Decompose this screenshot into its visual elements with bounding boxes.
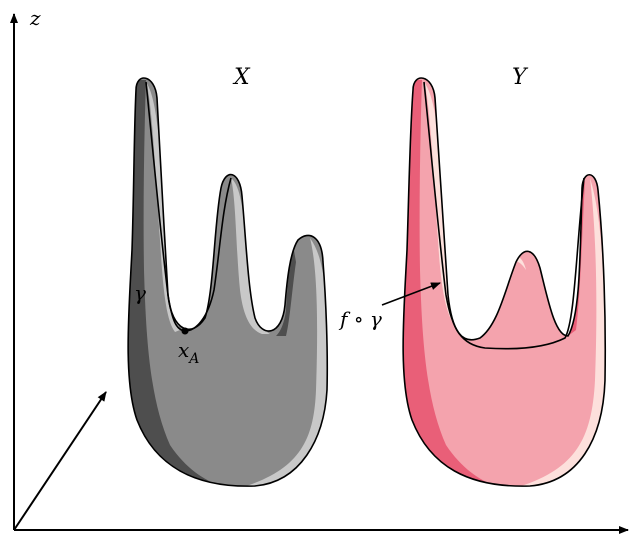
shape-x-label: X	[232, 65, 251, 90]
curve-f-gamma-pointer	[381, 282, 441, 306]
shape-x: X γ xA	[127, 65, 329, 487]
y-axis-oblique	[13, 391, 107, 531]
shape-x-highlight-3	[240, 238, 328, 487]
curve-f-gamma	[423, 81, 585, 350]
shape-y-shadow	[403, 80, 510, 487]
shape-y-highlight	[424, 82, 466, 332]
z-axis-label: z	[29, 6, 41, 30]
curve-f-gamma-label: f ∘ γ	[338, 307, 382, 331]
shape-y-label: Y	[512, 65, 529, 90]
point-xA-label: xA	[178, 338, 199, 367]
shape-y: Y f ∘ γ	[338, 65, 607, 487]
point-xA	[181, 327, 189, 335]
shape-x-shadow-2	[276, 245, 296, 336]
shape-x-highlight-2	[231, 178, 270, 334]
curve-gamma-label: γ	[134, 281, 146, 305]
shape-y-highlight-2	[515, 178, 606, 487]
